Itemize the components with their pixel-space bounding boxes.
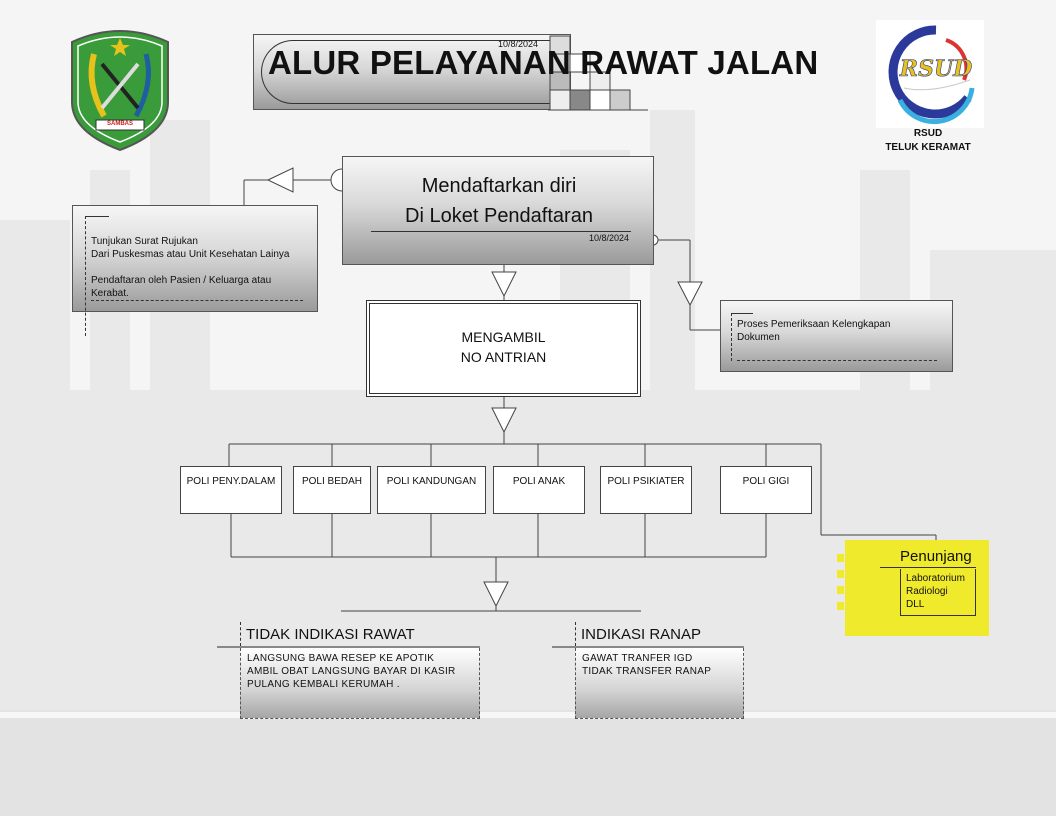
page-title: ALUR PELAYANAN RAWAT JALAN <box>268 44 819 81</box>
outcome-right-line2: TIDAK TRANSFER RANAP <box>582 666 712 677</box>
rsud-emblem-icon <box>876 20 984 128</box>
referral-corner-left <box>85 216 86 336</box>
queue-box: MENGAMBIL NO ANTRIAN <box>366 300 641 397</box>
referral-line4: Kerabat. <box>91 288 129 299</box>
check-line2: Dokumen <box>737 332 780 343</box>
outcome-left-line3: PULANG KEMBALI KERUMAH . <box>247 679 400 690</box>
referral-underline <box>91 300 303 301</box>
penunjang-item-lab: Laboratorium <box>906 573 965 584</box>
poli-box-anak: POLI ANAK <box>493 466 585 514</box>
poli-box-bedah: POLI BEDAH <box>293 466 371 514</box>
rsud-name-line2: TELUK KERAMAT <box>885 142 971 153</box>
outcome-left-rule <box>217 646 480 648</box>
referral-line3: Pendaftaran oleh Pasien / Keluarga atau <box>91 275 272 286</box>
penunjang-edge-pattern <box>837 554 844 610</box>
penunjang-list-frame <box>900 569 976 616</box>
outcome-right-rule <box>552 646 744 648</box>
penunjang-item-radiologi: Radiologi <box>906 586 948 597</box>
outcome-right-line1: GAWAT TRANFER IGD <box>582 653 693 664</box>
sambas-logo: SAMBAS <box>64 24 176 152</box>
outcome-right-title: INDIKASI RANAP <box>581 626 702 643</box>
title-banner-arc <box>261 40 562 104</box>
check-line1: Proses Pemeriksaan Kelengkapan <box>737 319 891 330</box>
rsud-emblem-text: RSUD <box>899 56 973 83</box>
document-check-box: Proses Pemeriksaan Kelengkapan Dokumen <box>720 300 953 372</box>
emblem-banner-text: SAMBAS <box>106 121 133 127</box>
referral-box: Tunjukan Surat Rujukan Dari Puskesmas at… <box>72 205 318 336</box>
outcome-right-box: GAWAT TRANFER IGD TIDAK TRANSFER RANAP <box>575 648 744 719</box>
outcome-right-marker <box>575 622 576 646</box>
poli-box-psikiater: POLI PSIKIATER <box>600 466 692 514</box>
outcome-left-title: TIDAK INDIKASI RAWAT <box>246 626 415 643</box>
penunjang-rule <box>880 567 976 568</box>
rsud-logo: RSUD RSUD TELUK KERAMAT <box>876 20 984 160</box>
register-underline <box>371 231 631 232</box>
check-corner-top <box>731 313 753 314</box>
outcome-left-line1: LANGSUNG BAWA RESEP KE APOTIK <box>247 653 435 664</box>
register-line2: Di Loket Pendaftaran <box>405 205 593 227</box>
outcome-left-marker <box>240 622 241 646</box>
referral-line1: Tunjukan Surat Rujukan <box>91 236 198 247</box>
register-line1: Mendaftarkan diri <box>421 175 577 197</box>
queue-line2: NO ANTRIAN <box>460 349 547 365</box>
referral-line2: Dari Puskesmas atau Unit Kesehatan Lainy… <box>91 249 290 260</box>
penunjang-box: Penunjang Laboratorium Radiologi DLL <box>837 540 989 636</box>
poli-box-kandungan: POLI KANDUNGAN <box>377 466 486 514</box>
register-date: 10/8/2024 <box>589 233 630 243</box>
penunjang-title: Penunjang <box>900 548 972 565</box>
shield-emblem-icon <box>71 30 169 152</box>
queue-line1: MENGAMBIL <box>461 329 546 345</box>
outcome-left-box: LANGSUNG BAWA RESEP KE APOTIK AMBIL OBAT… <box>240 648 480 719</box>
register-box: Mendaftarkan diri Di Loket Pendaftaran 1… <box>342 156 654 265</box>
outcome-left-line2: AMBIL OBAT LANGSUNG BAYAR DI KASIR <box>247 666 456 677</box>
poli-box-peny-dalam: POLI PENY.DALAM <box>180 466 282 514</box>
penunjang-item-dll: DLL <box>906 599 925 610</box>
referral-corner-top <box>85 216 109 217</box>
check-underline <box>737 360 937 361</box>
title-banner-frame <box>253 34 571 110</box>
title-date: 10/8/2024 <box>498 39 539 49</box>
title-banner <box>253 34 571 110</box>
queue-box-inner <box>369 303 638 394</box>
title-checker-pattern <box>548 35 648 111</box>
poli-box-gigi: POLI GIGI <box>720 466 812 514</box>
check-corner-left <box>731 313 732 361</box>
rsud-name-line1: RSUD <box>913 128 943 139</box>
